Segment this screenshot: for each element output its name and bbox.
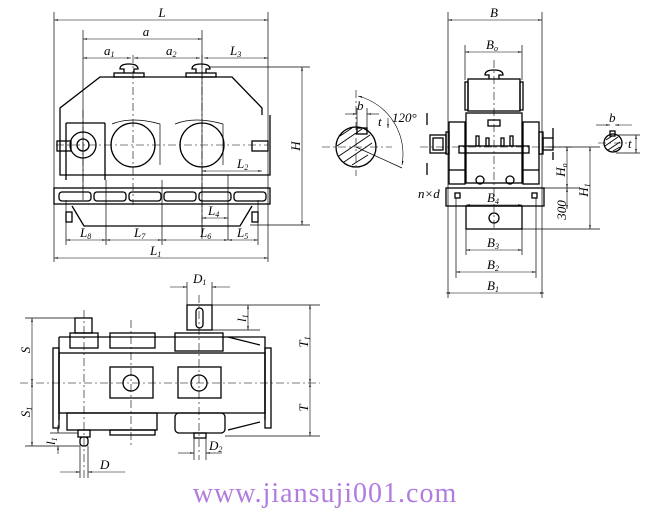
key-angle: 120° <box>392 110 417 125</box>
dim-H: H <box>288 141 303 152</box>
dim-a1: a1 <box>104 43 115 59</box>
dim-b-output: b <box>609 110 616 125</box>
dim-t-output: t <box>628 136 632 151</box>
dim-nxd: n×d <box>418 186 440 201</box>
dim-S1: S1 <box>18 407 34 418</box>
dim-L6: L6 <box>199 225 211 241</box>
dim-l-top: l1 <box>234 314 250 322</box>
dim-D2: D2 <box>208 438 222 454</box>
dim-L8: L8 <box>79 225 91 241</box>
dim-L4: L4 <box>207 203 219 219</box>
front-view: L a a1 a2 L3 H <box>53 5 310 262</box>
dim-S: S <box>18 346 33 353</box>
output-shaft-key-section: b t <box>596 110 640 154</box>
dim-T1: T1 <box>296 336 312 347</box>
side-view: B Bo <box>418 5 600 298</box>
dim-t-input: t <box>378 114 382 129</box>
dim-B1: B1 <box>487 278 499 294</box>
dim-B: B <box>490 5 498 20</box>
dim-300: 300 <box>554 200 569 221</box>
dim-b-input: b <box>357 98 364 113</box>
dim-B0: Bo <box>486 37 498 53</box>
watermark-url: www.jiansuji001.com <box>192 478 458 509</box>
top-view: D1 l1 T <box>18 271 320 480</box>
dim-B2: B2 <box>487 257 499 273</box>
dim-L2: L2 <box>236 156 248 172</box>
dim-B3: B3 <box>487 235 499 251</box>
dim-H1: H1 <box>576 183 592 197</box>
dim-L5: L5 <box>236 225 248 241</box>
dim-D1: D1 <box>192 271 206 287</box>
dim-a2: a2 <box>166 43 177 59</box>
dim-l1: l1 <box>43 437 59 445</box>
dim-H0: Ho <box>553 163 569 177</box>
dim-L1: L1 <box>149 243 161 259</box>
dim-D: D <box>99 457 110 472</box>
dim-L3: L3 <box>229 43 241 59</box>
dim-T: T <box>296 404 311 412</box>
dim-a: a <box>143 24 150 39</box>
dim-B4: B4 <box>487 190 499 206</box>
dim-L: L <box>157 5 165 20</box>
dim-L7: L7 <box>133 225 146 241</box>
input-shaft-key-section: b t 120° <box>322 90 417 176</box>
